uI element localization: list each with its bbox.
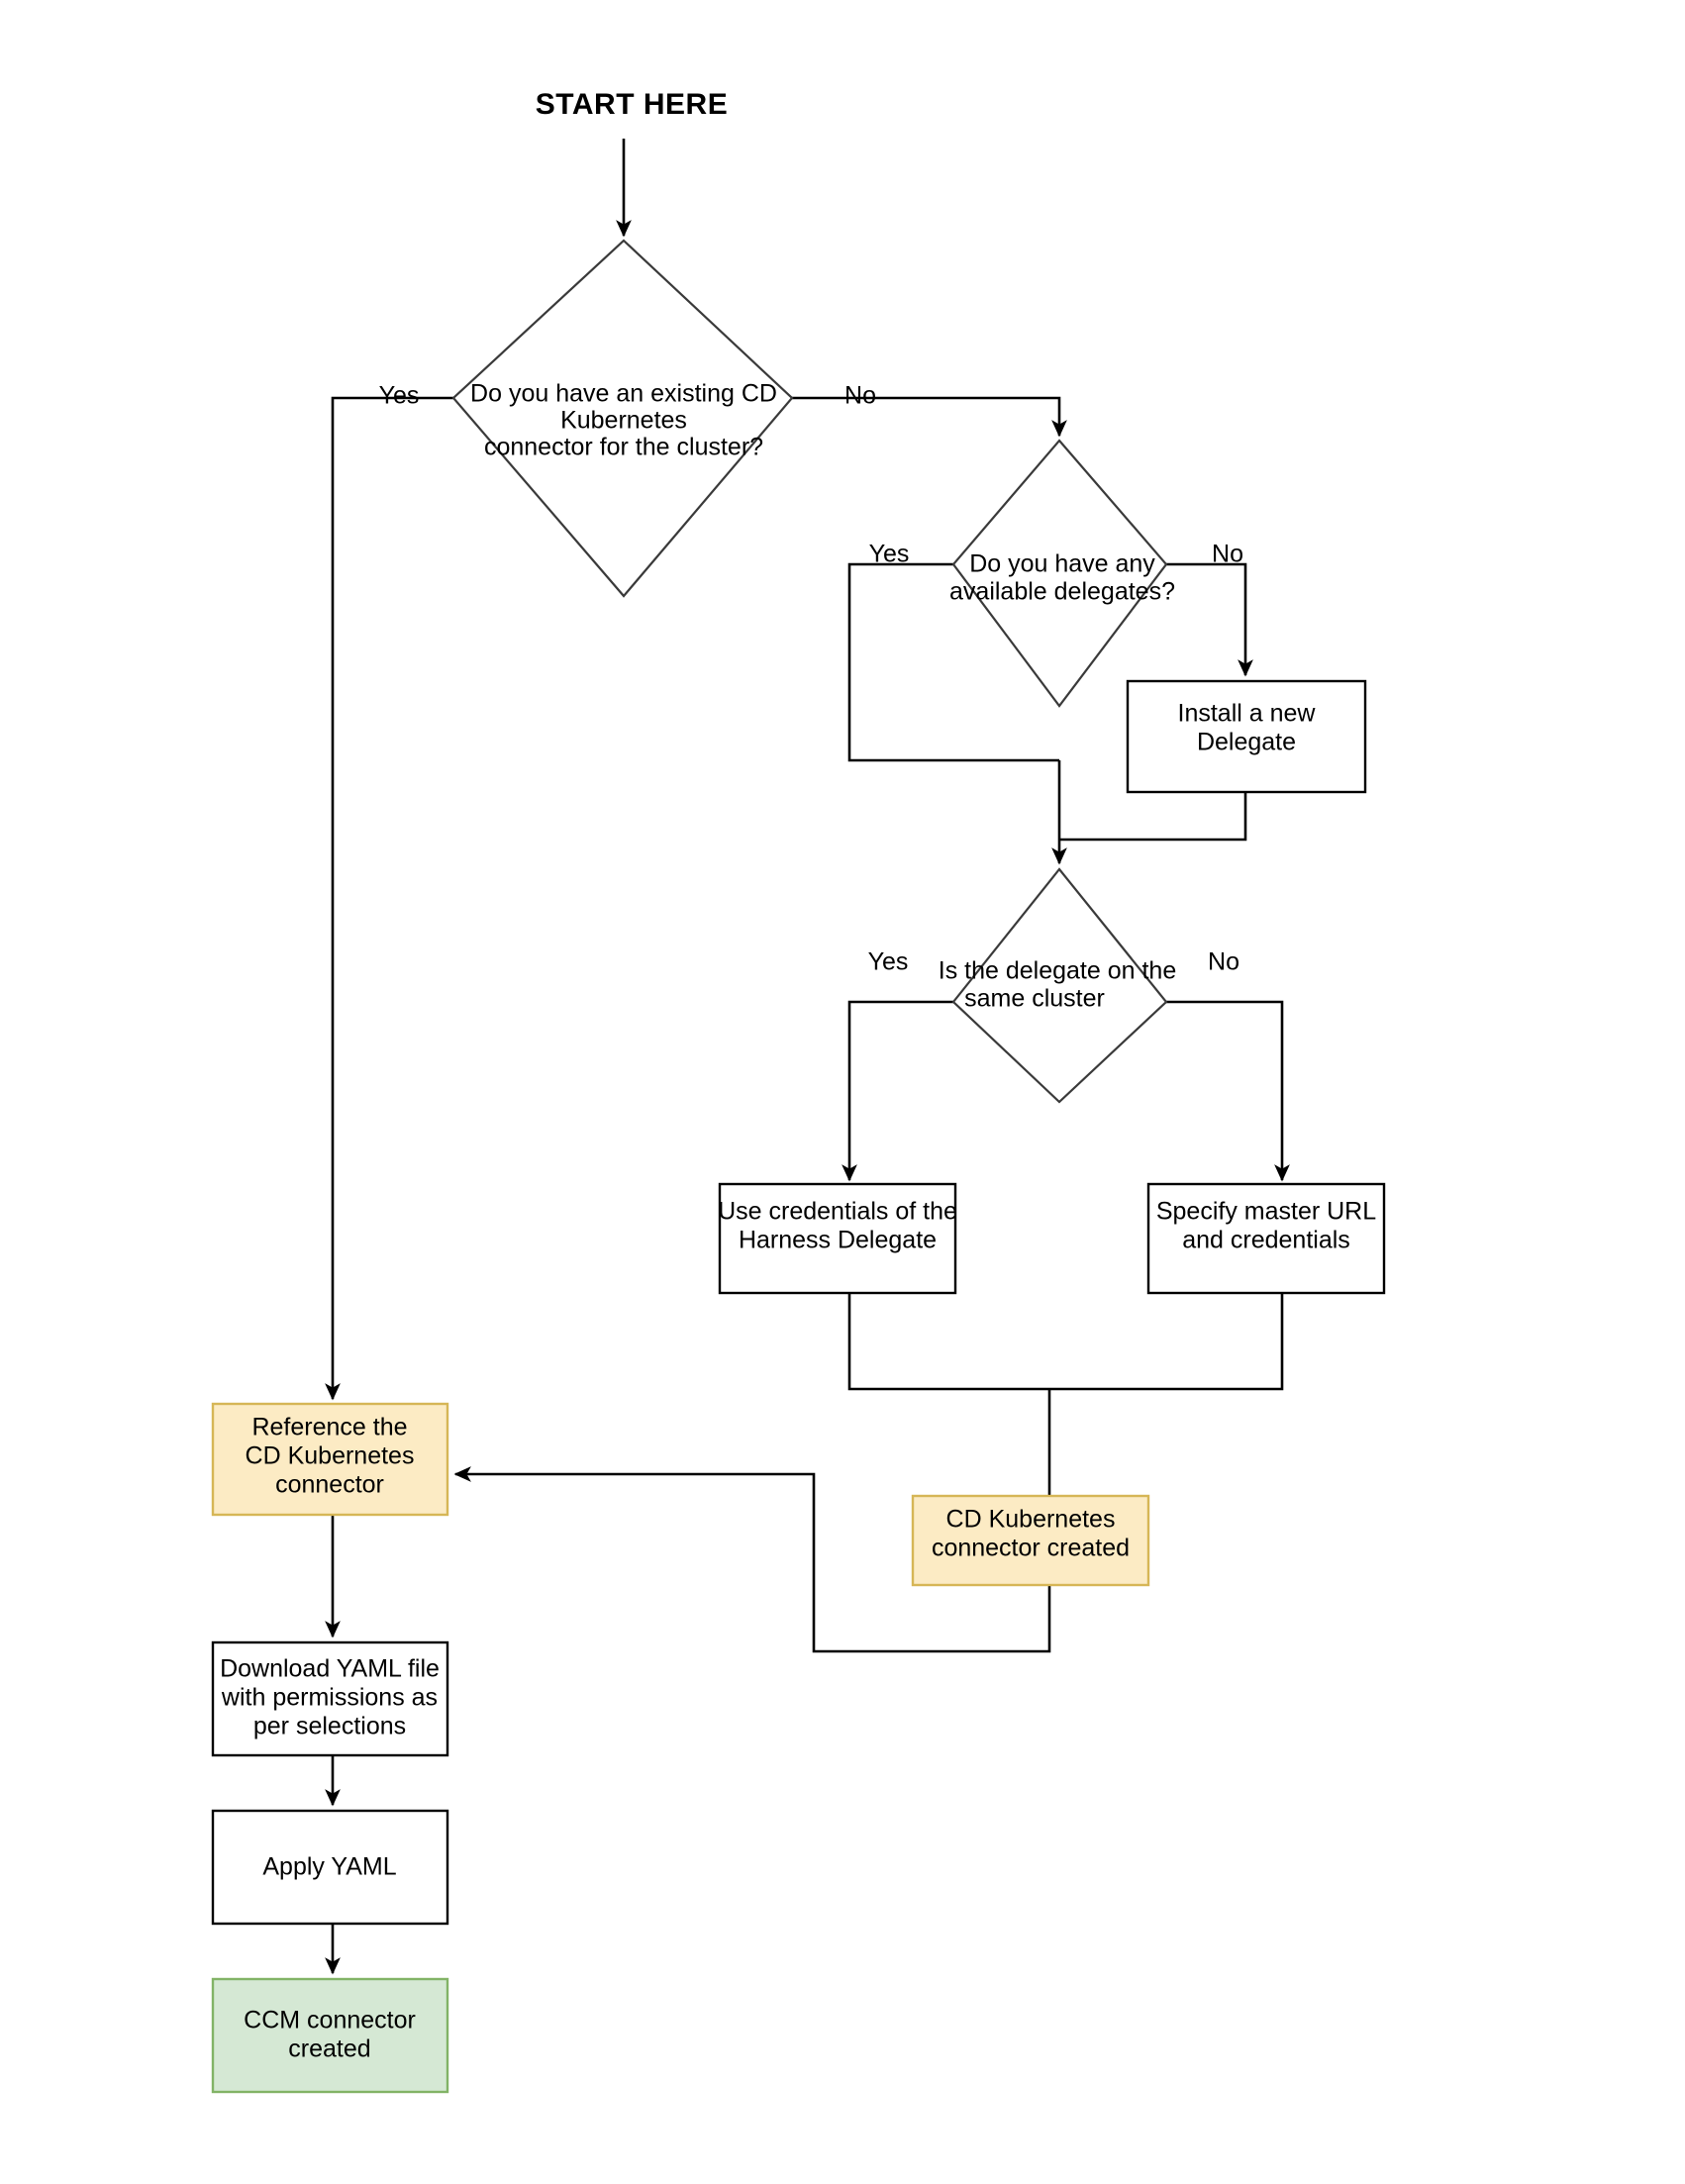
edge-same-cluster-no-to-specify-url [1166, 1000, 1290, 1182]
edge-label-existing-yes: Yes [379, 382, 420, 410]
node-ccm-connector-created[interactable]: CCM connector created [211, 1977, 449, 2094]
edge-label-delegates-yes: Yes [869, 541, 910, 568]
edge-delegates-no-to-install [1166, 562, 1253, 677]
node-cd-connector-created-line2: connector created [932, 1535, 1130, 1562]
edge-label-same-cluster-yes: Yes [868, 948, 909, 976]
node-install-delegate-shape [1126, 679, 1367, 794]
decision-available-delegates-line2: available delegates? [949, 578, 1175, 606]
node-download-yaml-shape [211, 1640, 449, 1757]
node-cd-connector-created-shape [911, 1494, 1150, 1587]
node-reference-connector[interactable]: Reference the CD Kubernetes connector [211, 1402, 449, 1517]
decision-available-delegates[interactable]: Do you have any available delegates? [949, 439, 1175, 708]
node-specify-master-url-line2: and credentials [1182, 1227, 1350, 1254]
edge-specify-url-to-merge [1049, 1289, 1284, 1391]
decision-same-cluster-line2: same cluster [964, 985, 1105, 1013]
node-use-delegate-credentials-shape [718, 1182, 957, 1295]
node-reference-connector-line2: CD Kubernetes [246, 1442, 415, 1470]
node-reference-connector-line3: connector [275, 1471, 384, 1499]
decision-available-delegates-shape [951, 439, 1168, 708]
decision-same-cluster[interactable]: Is the delegate on the same cluster [939, 867, 1176, 1104]
node-ccm-connector-created-shape [211, 1977, 449, 2094]
decision-existing-connector[interactable]: Do you have an existing CD Kubernetes co… [451, 239, 794, 598]
node-install-delegate-line2: Delegate [1197, 729, 1296, 756]
decision-existing-connector-shape [451, 239, 794, 598]
edge-delegates-yes-to-merge [847, 562, 1059, 762]
edge-existing-no-to-delegates [792, 396, 1067, 438]
decision-existing-connector-line1: Do you have an existing CD [470, 380, 777, 408]
node-apply-yaml-line1: Apply YAML [262, 1853, 396, 1881]
decision-existing-connector-line3: connector for the cluster? [484, 434, 763, 461]
node-install-delegate-line1: Install a new [1178, 700, 1317, 728]
node-specify-master-url-line1: Specify master URL [1156, 1198, 1376, 1226]
edge-existing-yes-to-reference [325, 396, 453, 1401]
node-cd-connector-created-line1: CD Kubernetes [946, 1506, 1116, 1534]
edge-label-delegates-no: No [1212, 541, 1243, 568]
node-ccm-connector-created-line2: created [288, 2035, 370, 2063]
edge-same-cluster-yes-to-use-credentials [842, 1000, 953, 1182]
decision-available-delegates-line1: Do you have any [969, 550, 1155, 578]
node-use-delegate-credentials-line2: Harness Delegate [739, 1227, 937, 1254]
node-apply-yaml[interactable]: Apply YAML [211, 1809, 449, 1926]
node-download-yaml-line2: with permissions as [221, 1684, 438, 1712]
edge-label-same-cluster-no: No [1208, 948, 1239, 976]
node-download-yaml-line1: Download YAML file [220, 1655, 440, 1683]
node-use-delegate-credentials[interactable]: Use credentials of the Harness Delegate [718, 1182, 957, 1295]
node-reference-connector-shape [211, 1402, 449, 1517]
edge-install-to-merge [1059, 792, 1247, 842]
decision-existing-connector-line2: Kubernetes [560, 407, 687, 435]
decision-same-cluster-shape [951, 867, 1168, 1104]
node-reference-connector-line1: Reference the [251, 1414, 407, 1441]
node-apply-yaml-shape [211, 1809, 449, 1926]
node-cd-connector-created[interactable]: CD Kubernetes connector created [911, 1494, 1150, 1587]
node-ccm-connector-created-line1: CCM connector [244, 2007, 416, 2035]
start-here-label: START HERE [536, 88, 728, 121]
edge-use-credentials-to-merge [847, 1289, 1049, 1391]
node-download-yaml-line3: per selections [253, 1713, 406, 1740]
node-install-delegate[interactable]: Install a new Delegate [1126, 679, 1367, 794]
node-specify-master-url-shape [1146, 1182, 1386, 1295]
node-use-delegate-credentials-line1: Use credentials of the [718, 1198, 957, 1226]
decision-same-cluster-line1: Is the delegate on the [939, 957, 1176, 985]
edge-label-existing-no: No [844, 382, 876, 410]
node-download-yaml[interactable]: Download YAML file with permissions as p… [211, 1640, 449, 1757]
edge-cd-connector-created-to-reference [453, 1466, 1051, 1653]
node-specify-master-url[interactable]: Specify master URL and credentials [1146, 1182, 1386, 1295]
